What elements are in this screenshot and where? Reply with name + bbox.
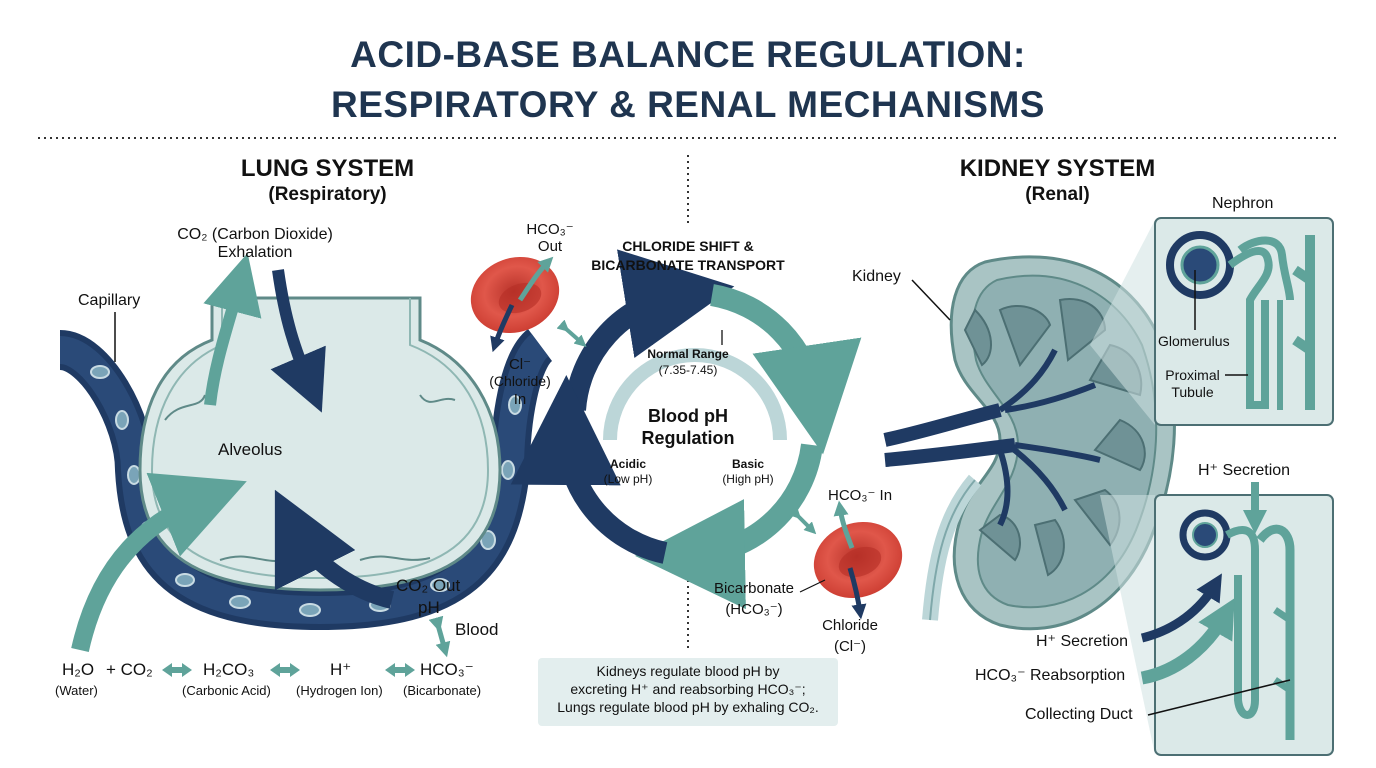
blood-ph-line1: Blood pH [648, 406, 728, 426]
summary-line3: Lungs regulate blood pH by exhaling CO₂. [557, 699, 819, 715]
summary-line1: Kidneys regulate blood pH by [596, 663, 780, 679]
center-heading-line2: BICARBONATE TRANSPORT [591, 257, 785, 273]
chloride-line1: Chloride [822, 617, 878, 634]
acidic-sub: (Low pH) [603, 472, 653, 486]
kidney-label: Kidney [852, 268, 901, 285]
equation-arrows [162, 663, 415, 677]
eq-water: (Water) [55, 683, 98, 698]
eq-bicarbonate: (Bicarbonate) [403, 683, 482, 698]
eq-hydrogen-ion: (Hydrogen Ion) [296, 683, 383, 698]
eq-carbonic-acid: (Carbonic Acid) [182, 683, 271, 698]
bicarbonate-line1: Bicarbonate [713, 580, 795, 597]
red-blood-cell-top [470, 256, 587, 353]
co2-exhalation-label-line2: Exhalation [217, 244, 293, 261]
glomerulus-label: Glomerulus [1158, 333, 1230, 349]
basic-sub: (High pH) [722, 472, 774, 486]
collecting-duct-inset [1140, 482, 1334, 756]
cl-in-line3: In [513, 391, 527, 408]
page-title-line2: RESPIRATORY & RENAL MECHANISMS [331, 84, 1045, 125]
page-title-line1: ACID-BASE BALANCE REGULATION: [350, 34, 1026, 75]
red-blood-cell-bottom [788, 500, 903, 620]
eq-h2o: H₂O [62, 660, 95, 679]
kidney-heading: KIDNEY SYSTEM [959, 155, 1156, 182]
hco3-reabsorption-label: HCO₃⁻ Reabsorption [975, 667, 1126, 684]
collecting-duct-label: Collecting Duct [1025, 706, 1133, 723]
bicarbonate-line2: (HCO₃⁻) [725, 601, 783, 618]
basic-label: Basic [731, 457, 765, 471]
eq-hco3: HCO₃⁻ [420, 660, 474, 679]
eq-h-plus: H⁺ [330, 660, 352, 679]
eq-h2co3: H₂CO₃ [203, 660, 255, 679]
blood-label: Blood [455, 620, 499, 639]
normal-range-label: Normal Range [647, 347, 729, 361]
h-secretion-label: H⁺ Secretion [1036, 633, 1129, 650]
ph-label: pH [418, 598, 440, 617]
lung-subheading: (Respiratory) [268, 184, 387, 205]
summary-line2: excreting H⁺ and reabsorbing HCO₃⁻; [570, 681, 806, 697]
blood-ph-line2: Regulation [641, 428, 735, 448]
alveolus-label: Alveolus [218, 440, 283, 459]
ph-cycle [510, 249, 862, 610]
hco3-in-label: HCO₃⁻ In [828, 487, 893, 504]
kidney-illustration [883, 220, 1176, 755]
lung-heading: LUNG SYSTEM [240, 155, 415, 182]
normal-range-value: (7.35-7.45) [658, 363, 718, 377]
cl-in-line1: Cl⁻ [508, 356, 532, 373]
capillary-label: Capillary [78, 292, 141, 309]
nephron-label: Nephron [1212, 195, 1274, 212]
co2-exhalation-label-line1: CO₂ (Carbon Dioxide) [177, 226, 333, 243]
cl-in-line2: (Chloride) [489, 373, 551, 389]
proximal-tubule-line2: Tubule [1171, 384, 1214, 400]
chloride-line2: (Cl⁻) [833, 638, 867, 655]
eq-plus-co2: + CO₂ [106, 660, 153, 679]
center-heading-line1: CHLORIDE SHIFT & [622, 238, 754, 254]
proximal-tubule-line1: Proximal [1165, 367, 1220, 383]
h-secretion-top-label: H⁺ Secretion [1198, 462, 1291, 479]
co2-out-label: CO₂ Out [396, 576, 461, 595]
hco3-out-line1: HCO₃⁻ [526, 221, 574, 238]
summary-box: Kidneys regulate blood pH by excreting H… [538, 658, 838, 726]
hco3-out-line2: Out [537, 238, 563, 255]
alveolus-sac [138, 296, 502, 592]
nephron-inset [1154, 217, 1334, 426]
lung-illustration [57, 252, 554, 658]
kidney-subheading: (Renal) [1025, 184, 1090, 205]
acidic-label: Acidic [609, 457, 646, 471]
